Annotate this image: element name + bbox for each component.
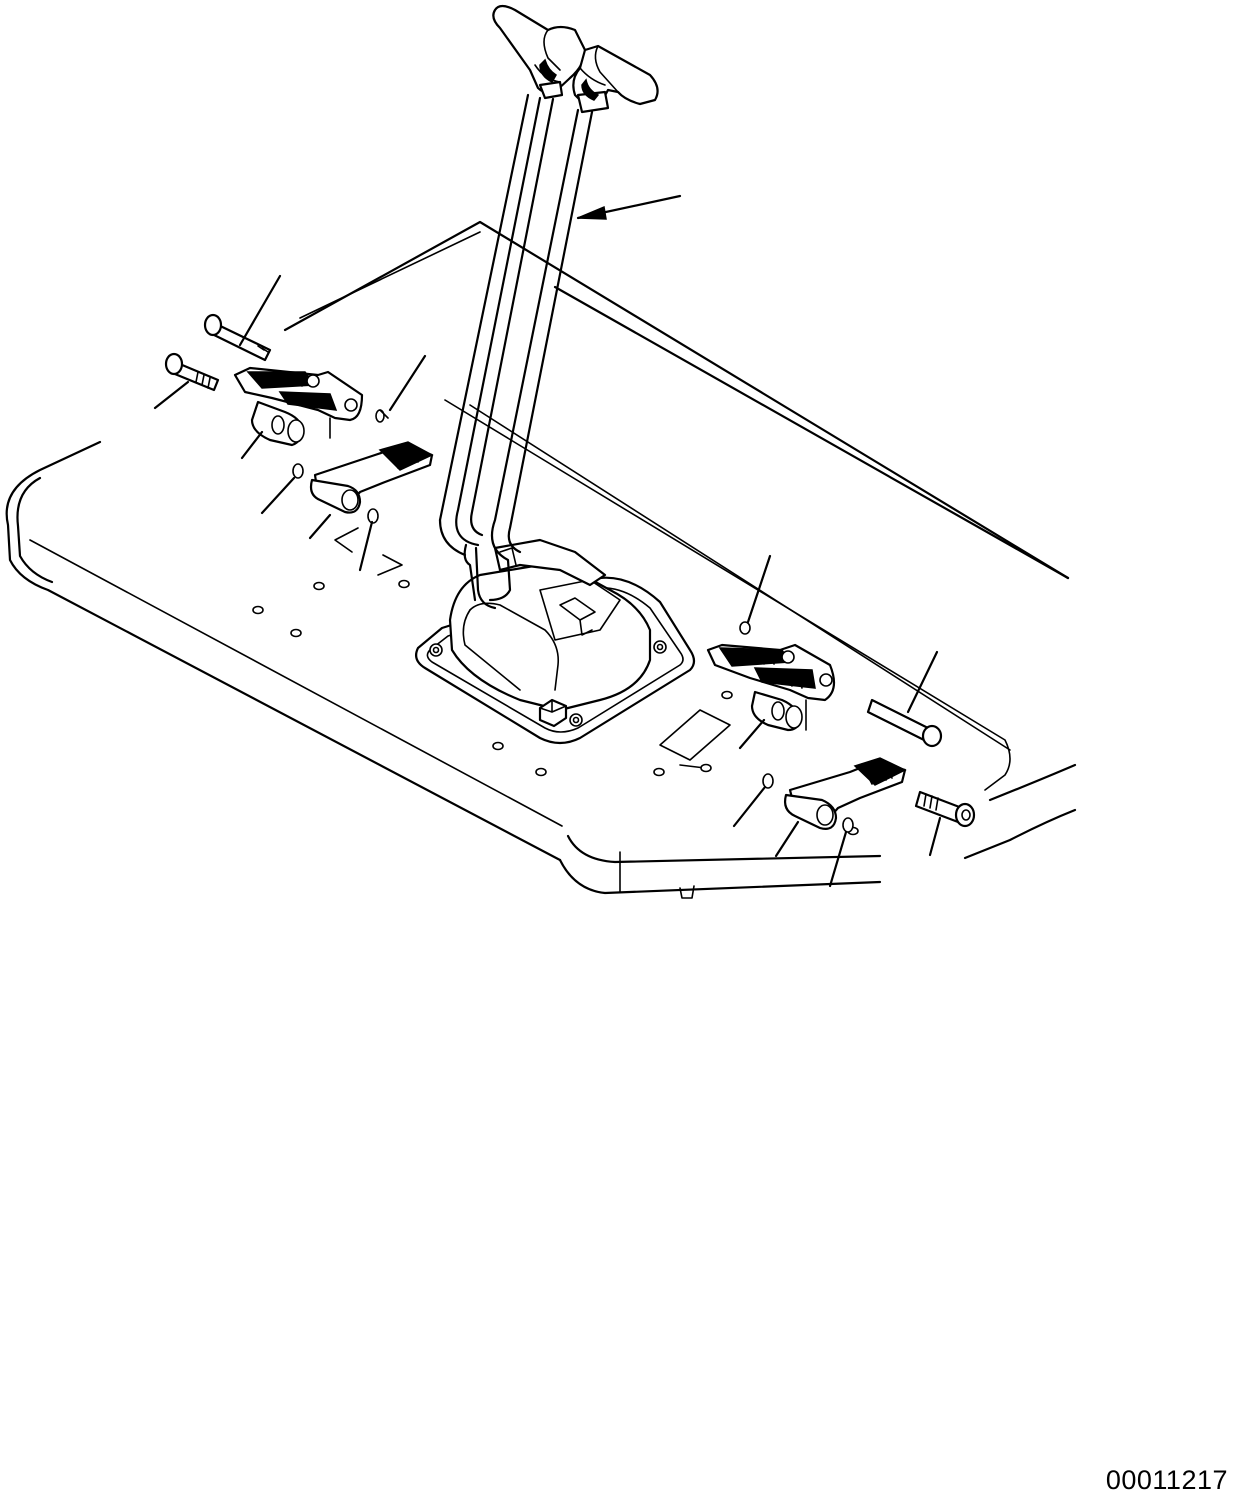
lever-base	[415, 538, 696, 745]
travel-lever	[438, 4, 659, 610]
right-pedal-assembly	[706, 621, 976, 833]
floor-plate	[5, 220, 1077, 899]
floor-slot	[659, 709, 731, 761]
callout-leaders	[153, 194, 942, 888]
left-pedal-assembly	[164, 313, 434, 524]
direction-marks	[334, 527, 403, 576]
figure-reference-number: 00011217	[1105, 1465, 1228, 1495]
mounting-holes	[252, 579, 859, 836]
